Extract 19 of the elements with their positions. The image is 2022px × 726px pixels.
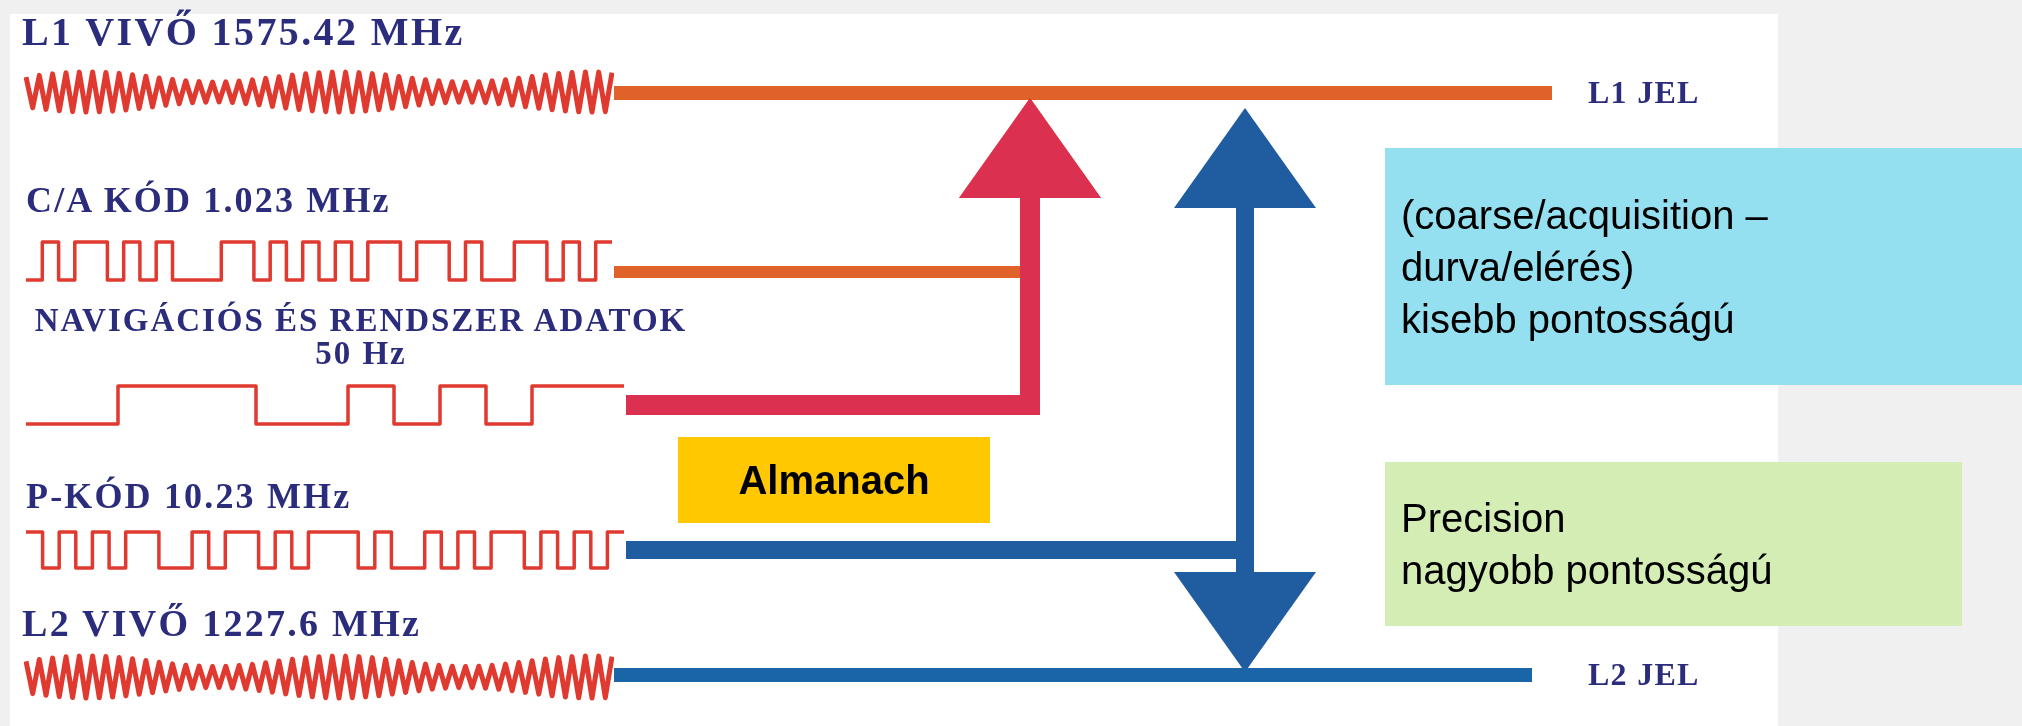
info-box — [1385, 148, 2022, 385]
box-text: Almanach — [738, 460, 930, 500]
signal-name: L2 JEL — [1588, 658, 1700, 690]
info-box — [1385, 462, 1962, 626]
signal-waveform — [24, 382, 626, 428]
almanach-tag — [678, 437, 990, 523]
signal-waveform — [24, 652, 614, 702]
box-text: kisebb pontosságú — [1401, 295, 1736, 343]
signal-label: L2 VIVŐ 1227.6 MHz — [22, 604, 422, 642]
signal-waveform — [24, 68, 614, 116]
box-text: nagyobb pontosságú — [1401, 547, 1774, 594]
box-text: Precision — [1401, 495, 1567, 542]
signal-waveform — [24, 528, 626, 572]
signal-waveform — [24, 238, 614, 284]
box-text: (coarse/acquisition – durva/elérés) — [1401, 191, 1769, 291]
signal-label: C/A KÓD 1.023 MHz — [26, 182, 391, 218]
signal-name: L1 JEL — [1588, 76, 1700, 108]
arrow — [626, 98, 1101, 415]
signal-label: P-KÓD 10.23 MHz — [26, 478, 352, 514]
